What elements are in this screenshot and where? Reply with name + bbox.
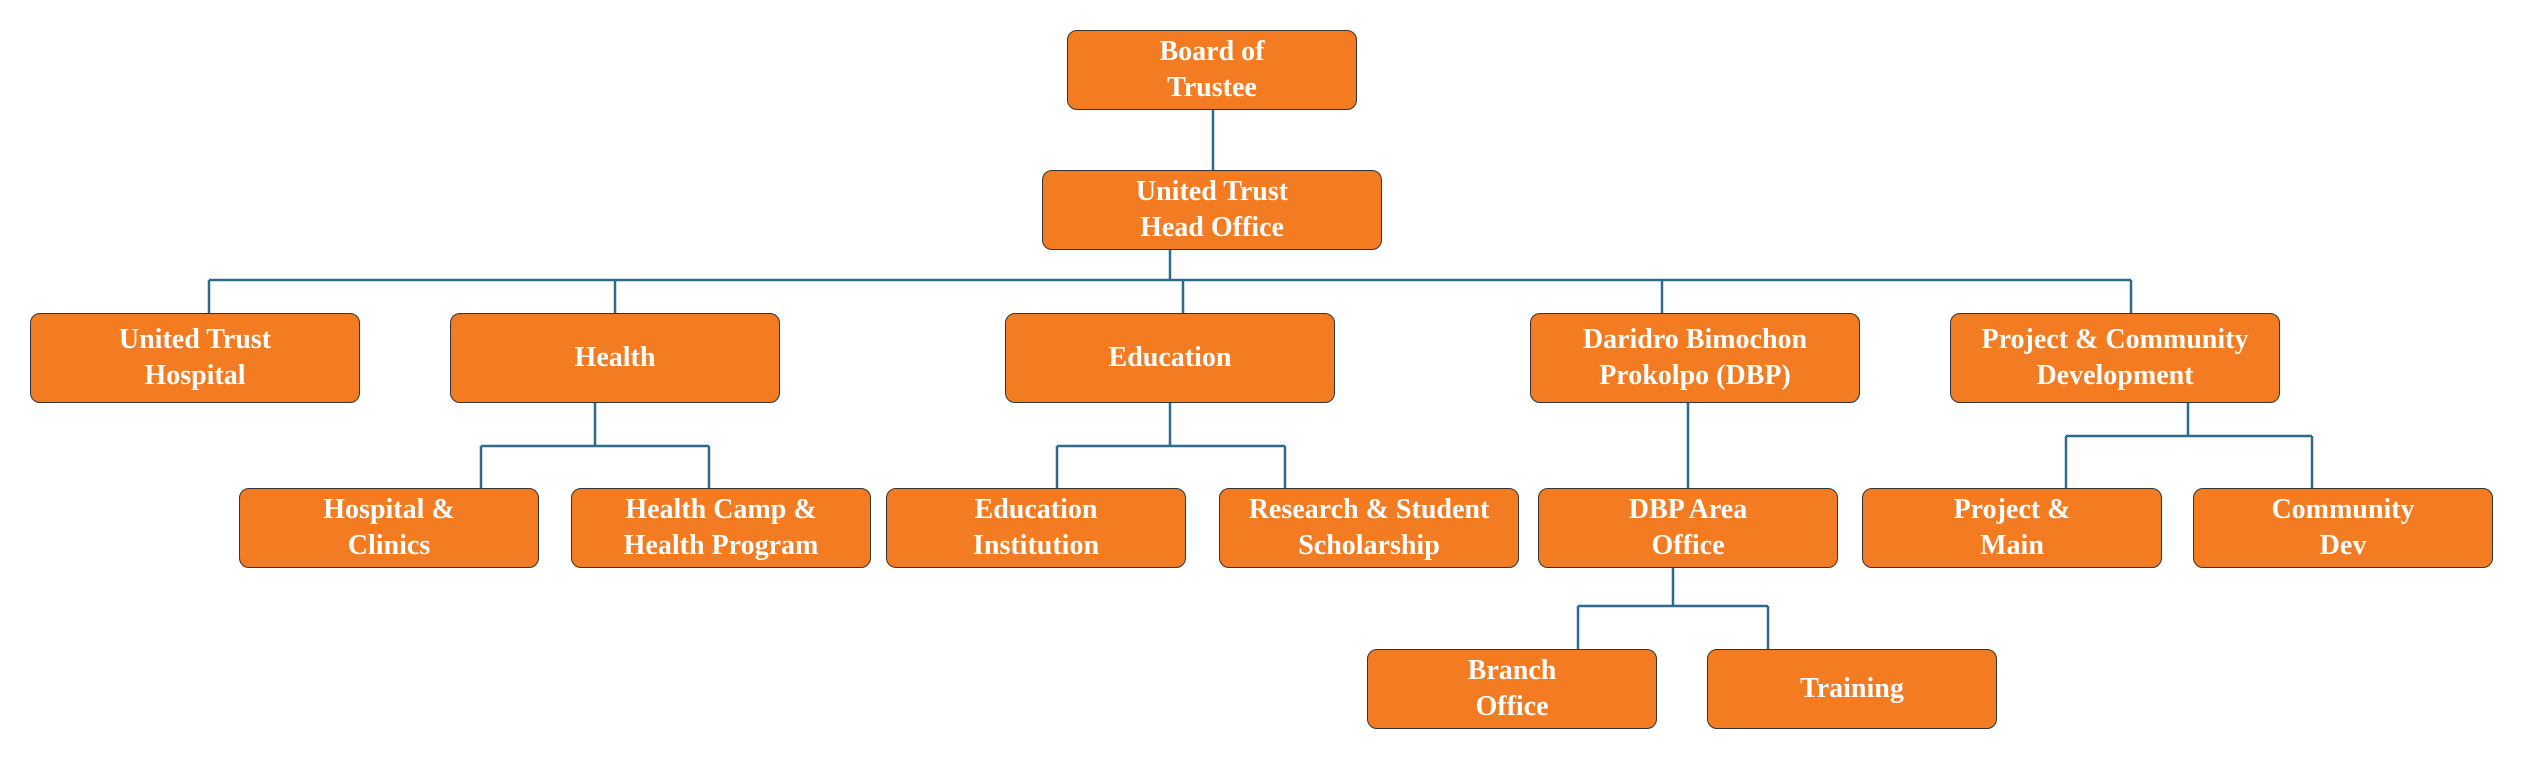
node-label-line2: Development [2036, 360, 2194, 391]
node-label-line2: Trustee [1167, 72, 1257, 103]
node-label-line1: Health [574, 342, 656, 373]
node-project-main[interactable]: Project & Main [1862, 488, 2162, 568]
node-research-scholarship[interactable]: Research & Student Scholarship [1219, 488, 1519, 568]
node-board-of-trustee[interactable]: Board of Trustee [1067, 30, 1357, 110]
node-label-line1: Branch [1467, 655, 1557, 686]
node-project-community-development[interactable]: Project & Community Development [1950, 313, 2280, 403]
node-label-line1: Project & [1953, 494, 2071, 525]
node-label-line2: Dev [2319, 530, 2367, 561]
node-dbp[interactable]: Daridro Bimochon Prokolpo (DBP) [1530, 313, 1860, 403]
node-label-line1: Research & Student [1248, 494, 1490, 525]
node-label-line2: Scholarship [1298, 530, 1440, 561]
node-education[interactable]: Education [1005, 313, 1335, 403]
node-label-line1: Board of [1159, 36, 1265, 67]
node-education-institution[interactable]: Education Institution [886, 488, 1186, 568]
node-label-line1: Community [2271, 494, 2415, 525]
node-training[interactable]: Training [1707, 649, 1997, 729]
node-label-line1: Hospital & [323, 494, 455, 525]
node-label-line2: Main [1980, 530, 2044, 561]
node-label-line2: Head Office [1140, 212, 1284, 243]
node-label-line1: Education [1108, 342, 1232, 373]
node-health-camp-program[interactable]: Health Camp & Health Program [571, 488, 871, 568]
node-label-line1: Daridro Bimochon [1582, 324, 1808, 355]
node-label-line1: Project & Community [1981, 324, 2249, 355]
node-hospital-clinics[interactable]: Hospital & Clinics [239, 488, 539, 568]
node-label-line2: Health Program [623, 530, 819, 561]
node-label-line1: Education [974, 494, 1098, 525]
node-branch-office[interactable]: Branch Office [1367, 649, 1657, 729]
node-dbp-area-office[interactable]: DBP Area Office [1538, 488, 1838, 568]
node-label-line2: Hospital [144, 360, 246, 391]
node-label-line2: Office [1651, 530, 1725, 561]
node-label-line2: Institution [972, 530, 1100, 561]
node-label-line1: Training [1800, 673, 1904, 704]
node-label-line2: Clinics [347, 530, 431, 561]
node-health[interactable]: Health [450, 313, 780, 403]
node-label-line2: Office [1475, 691, 1549, 722]
node-head-office[interactable]: United Trust Head Office [1042, 170, 1382, 250]
node-label-line1: DBP Area [1628, 494, 1748, 525]
node-community-dev[interactable]: Community Dev [2193, 488, 2493, 568]
node-label-line1: United Trust [118, 324, 272, 355]
node-united-trust-hospital[interactable]: United Trust Hospital [30, 313, 360, 403]
node-label-line2: Prokolpo (DBP) [1599, 360, 1791, 391]
node-label-line1: United Trust [1135, 176, 1289, 207]
node-label-line1: Health Camp & [625, 494, 817, 525]
